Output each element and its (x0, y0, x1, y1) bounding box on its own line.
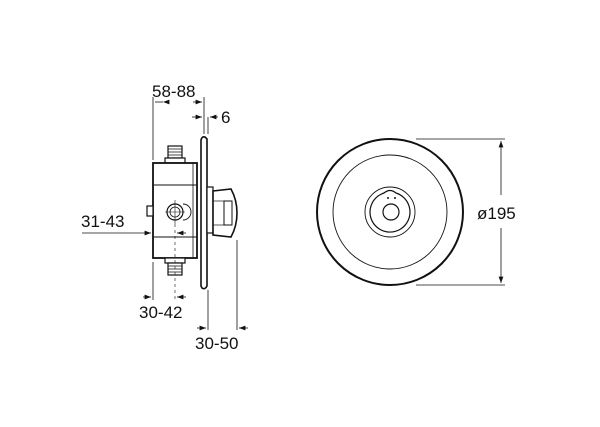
handle-outline (369, 189, 411, 233)
front-view (316, 138, 505, 286)
inner-ring-circle (332, 154, 448, 270)
dim-width-label: 58-88 (152, 82, 195, 101)
dim-bottom-outer-label: 30-50 (195, 334, 238, 353)
side-view (82, 97, 248, 331)
outlet-fitting (165, 200, 192, 224)
dim-bottom-inner-label: 30-42 (139, 303, 182, 322)
cover-plate (200, 136, 208, 290)
dim-left-label: 31-43 (81, 212, 124, 231)
dim-plate-label: 6 (221, 108, 230, 127)
knob (212, 188, 238, 238)
top-connector (164, 145, 186, 164)
center-hole (382, 203, 400, 221)
dim-diameter-label: ø195 (477, 204, 516, 223)
outer-plate-circle (316, 138, 464, 286)
